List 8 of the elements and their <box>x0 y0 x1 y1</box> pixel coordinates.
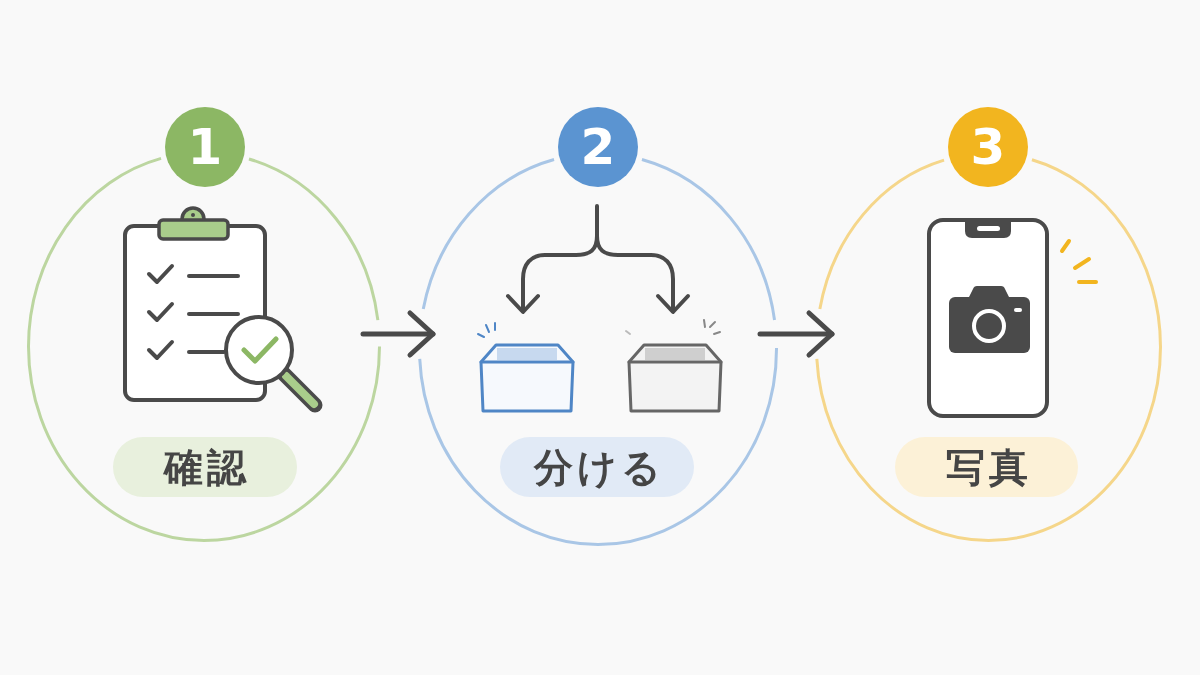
step-label: 確認 <box>113 437 297 497</box>
arrow <box>360 310 436 358</box>
arrow <box>757 310 835 358</box>
step-label: 分ける <box>500 437 694 497</box>
step-number-badge: 1 <box>165 107 245 187</box>
step-label: 写真 <box>895 437 1078 497</box>
step-number-badge: 2 <box>558 107 638 187</box>
step-number-badge: 3 <box>948 107 1028 187</box>
